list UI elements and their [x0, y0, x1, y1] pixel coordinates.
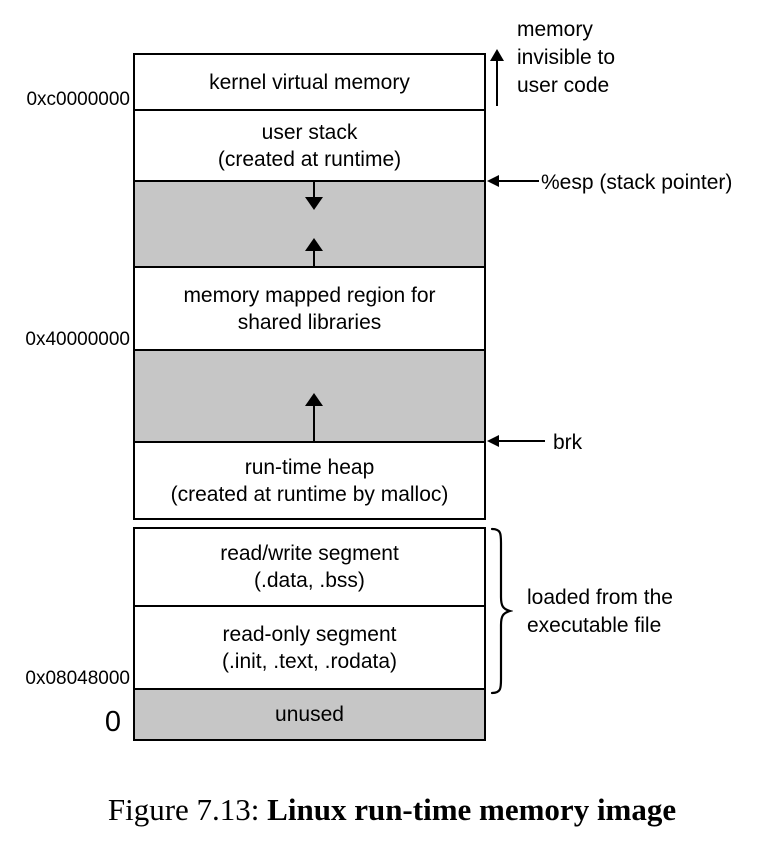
address-label-0x40000000: 0x40000000 — [25, 329, 130, 350]
up-arrow-icon — [490, 49, 504, 61]
figure-caption-number: Figure 7.13: — [107, 792, 268, 827]
figure-caption: Figure 7.13: Linux run-time memory image — [0, 792, 784, 828]
segment-label: user stack — [261, 120, 358, 144]
segment-sublabel: (created at runtime by malloc) — [170, 482, 449, 506]
down-arrow-icon — [313, 182, 315, 197]
memory-column-lower: read/write segment (.data, .bss) read-on… — [133, 527, 486, 741]
segment-sublabel: (.init, .text, .rodata) — [221, 649, 398, 673]
note-line: loaded from the — [527, 586, 673, 609]
segment-sublabel: (.data, .bss) — [254, 569, 365, 592]
memory-column-upper: kernel virtual memory user stack (create… — [133, 53, 486, 520]
segment-label: read/write segment — [220, 542, 399, 565]
left-arrow-icon — [487, 435, 499, 447]
left-arrow-icon — [499, 440, 545, 442]
note-line: executable file — [527, 614, 662, 637]
address-label-0x08048000: 0x08048000 — [25, 668, 130, 689]
note-brk: brk — [553, 431, 583, 454]
up-arrow-icon — [313, 251, 315, 268]
up-arrow-icon — [305, 393, 323, 406]
up-arrow-icon — [305, 238, 323, 251]
up-arrow-icon — [496, 61, 498, 106]
segment-read-write: read/write segment (.data, .bss) — [135, 529, 484, 607]
note-line: invisible to — [517, 46, 616, 69]
left-arrow-icon — [499, 180, 539, 182]
segment-kernel-virtual-memory: kernel virtual memory — [135, 55, 484, 111]
note-line: user code — [517, 74, 610, 97]
segment-memory-mapped-region: memory mapped region for shared librarie… — [135, 268, 484, 351]
curly-brace-icon — [490, 527, 513, 695]
up-arrow-icon — [313, 406, 315, 443]
segment-user-stack: user stack (created at runtime) — [135, 111, 484, 182]
address-label-0xc0000000: 0xc0000000 — [26, 89, 130, 110]
segment-label: kernel virtual memory — [209, 70, 410, 94]
down-arrow-icon — [305, 197, 323, 210]
note-esp-stack-pointer: %esp (stack pointer) — [541, 171, 733, 194]
segment-stack-growth-region — [135, 182, 484, 268]
figure-caption-title: Linux run-time memory image — [267, 792, 677, 827]
segment-sublabel: shared libraries — [237, 310, 382, 334]
note-loaded-from-executable: loaded from the executable file — [527, 584, 673, 640]
note-line: memory — [517, 18, 593, 41]
left-arrow-icon — [487, 175, 499, 187]
address-label-zero: 0 — [104, 706, 121, 738]
segment-sublabel: (created at runtime) — [217, 147, 402, 171]
note-memory-invisible: memory invisible to user code — [517, 16, 615, 100]
segment-label: read-only segment — [222, 622, 397, 646]
segment-label: run-time heap — [244, 455, 375, 479]
segment-read-only: read-only segment (.init, .text, .rodata… — [135, 607, 484, 690]
segment-runtime-heap: run-time heap (created at runtime by mal… — [135, 443, 484, 518]
segment-label: memory mapped region for — [183, 283, 436, 307]
segment-unused: unused — [135, 690, 484, 739]
segment-label: unused — [275, 703, 344, 726]
